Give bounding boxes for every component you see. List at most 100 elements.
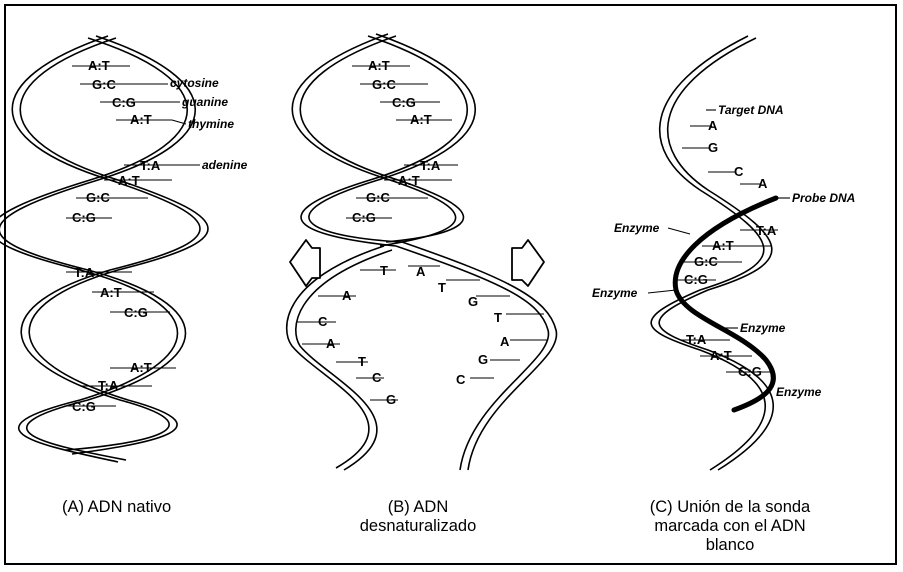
svg-text:G: G xyxy=(386,392,396,407)
panel-b-left-base: T xyxy=(360,263,396,278)
panel-b-right-base: A xyxy=(500,334,548,349)
svg-text:C: C xyxy=(734,164,744,179)
panel-c-base-pair: G:C xyxy=(682,254,742,269)
panel-b-base-pair: G:C xyxy=(360,77,428,92)
panel-c-target-base: G xyxy=(682,140,718,155)
panel-b-base-pair: A:T xyxy=(352,58,410,73)
svg-text:A: A xyxy=(416,264,426,279)
panel-c-probe-hybridization: A G C A T:A A:T G:C C:G T:A A:T C:G Targ… xyxy=(592,36,855,554)
svg-text:C: C xyxy=(456,372,466,387)
panel-a-pair-text: A:T xyxy=(130,112,152,127)
caption-panel-b-line1: (B) ADN xyxy=(388,498,449,516)
label-probe-dna: Probe DNA xyxy=(792,191,855,205)
panel-b-left-base: G xyxy=(370,392,398,407)
svg-text:C: C xyxy=(372,370,382,385)
panel-b-right-base: G xyxy=(468,294,510,309)
panel-b-left-base: C xyxy=(356,370,384,385)
panel-b-right-base: T xyxy=(438,280,480,295)
panel-a-base-pair: A:T xyxy=(110,360,176,375)
panel-c-pair-text: C:G xyxy=(738,364,762,379)
label-adenine: adenine xyxy=(202,158,248,172)
svg-text:G: G xyxy=(708,140,718,155)
caption-panel-a: (A) ADN nativo xyxy=(62,498,171,516)
svg-text:G: G xyxy=(478,352,488,367)
panel-a-base-pair: A:T xyxy=(72,58,130,73)
panel-b-pair-text: A:T xyxy=(398,173,420,188)
panel-b-right-base: T xyxy=(494,310,544,325)
panel-a-pair-text: T:A xyxy=(74,265,95,280)
svg-text:G: G xyxy=(468,294,478,309)
panel-a-pair-text: A:T xyxy=(100,285,122,300)
svg-text:T: T xyxy=(358,354,366,369)
panel-b-base-pair: C:G xyxy=(380,95,440,110)
panel-a-base-pair: T:A xyxy=(124,158,178,173)
panel-b-left-strand-inner xyxy=(296,250,392,470)
panel-b-pair-text: T:A xyxy=(420,158,441,173)
panel-b-pair-text: G:C xyxy=(372,77,396,92)
panel-b-right-base: C xyxy=(456,372,494,387)
panel-b-left-base: T xyxy=(336,354,368,369)
caption-panel-b-line2: desnaturalizado xyxy=(360,517,477,535)
panel-c-pair-text: A:T xyxy=(710,348,732,363)
panel-b-left-base: A xyxy=(302,336,340,351)
label-thymine: thymine xyxy=(188,117,234,131)
panel-a-base-pair: C:G xyxy=(110,305,170,320)
svg-text:A: A xyxy=(758,176,768,191)
panel-b-base-pair: A:T xyxy=(396,112,452,127)
svg-text:A: A xyxy=(708,118,718,133)
panel-a-pair-text: A:T xyxy=(118,173,140,188)
panel-b-base-pair: C:G xyxy=(346,210,392,225)
panel-c-pair-text: A:T xyxy=(712,238,734,253)
svg-text:A: A xyxy=(500,334,510,349)
label-target-dna: Target DNA xyxy=(718,103,784,117)
panel-a-native-dna: A:T G:C C:G A:T T:A A:T G:C C:G T:A A:T … xyxy=(0,36,248,516)
panel-c-pair-text: C:G xyxy=(684,272,708,287)
panel-c-base-pair: C:G xyxy=(678,272,716,287)
label-cytosine: cytosine xyxy=(170,76,219,90)
panel-b-right-base: G xyxy=(478,352,520,367)
panel-a-pair-text: A:T xyxy=(88,58,110,73)
panel-a-base-pair: G:C xyxy=(76,190,148,205)
panel-a-pair-text: T:A xyxy=(140,158,161,173)
caption-panel-c-line1: (C) Unión de la sonda xyxy=(650,498,811,516)
label-enzyme-1: Enzyme xyxy=(614,221,660,235)
svg-text:C: C xyxy=(318,314,328,329)
panel-a-pair-text: G:C xyxy=(86,190,110,205)
panel-b-right-base: A xyxy=(408,264,440,279)
panel-b-pair-text: C:G xyxy=(352,210,376,225)
right-separation-arrow-icon xyxy=(512,240,544,286)
panel-c-pair-text: T:A xyxy=(756,223,777,238)
panel-a-pair-text: A:T xyxy=(130,360,152,375)
panel-c-target-base: A xyxy=(690,118,718,133)
panel-a-base-pair: C:G xyxy=(64,399,116,414)
panel-a-base-pair: A:T xyxy=(116,112,172,127)
label-enzyme-3: Enzyme xyxy=(740,321,786,335)
panel-a-pair-text: C:G xyxy=(112,95,136,110)
panel-a-base-pair: C:G xyxy=(100,95,160,110)
panel-a-pair-text: C:G xyxy=(72,210,96,225)
svg-text:T: T xyxy=(494,310,502,325)
panel-c-target-base: C xyxy=(708,164,744,179)
panel-b-base-pair: T:A xyxy=(404,158,458,173)
panel-b-pair-text: G:C xyxy=(366,190,390,205)
panel-a-pair-text: C:G xyxy=(72,399,96,414)
panel-c-pair-text: G:C xyxy=(694,254,718,269)
panel-b-left-base: C xyxy=(296,314,336,329)
caption-panel-c-line3: blanco xyxy=(706,536,755,554)
panel-a-base-pair: G:C xyxy=(80,77,148,92)
label-enzyme-4: Enzyme xyxy=(776,385,822,399)
panel-c-base-pair: T:A xyxy=(740,223,778,238)
caption-panel-c-line2: marcada con el ADN xyxy=(654,517,805,535)
panel-b-denatured-dna: A:T G:C C:G A:T T:A A:T G:C C:G T A C A … xyxy=(287,34,557,535)
panel-b-base-pair: G:C xyxy=(356,190,428,205)
panel-a-base-pair: A:T xyxy=(92,285,154,300)
panel-a-pair-text: C:G xyxy=(124,305,148,320)
panel-a-base-pair: C:G xyxy=(66,210,112,225)
panel-c-base-pair: C:G xyxy=(726,364,772,379)
panel-a-pair-text: T:A xyxy=(98,378,119,393)
panel-a-pair-text: G:C xyxy=(92,77,116,92)
panel-b-left-base: A xyxy=(318,288,356,303)
panel-c-target-base: A xyxy=(740,176,768,191)
panel-a-strand-1-inner xyxy=(0,36,195,460)
svg-text:A: A xyxy=(326,336,336,351)
